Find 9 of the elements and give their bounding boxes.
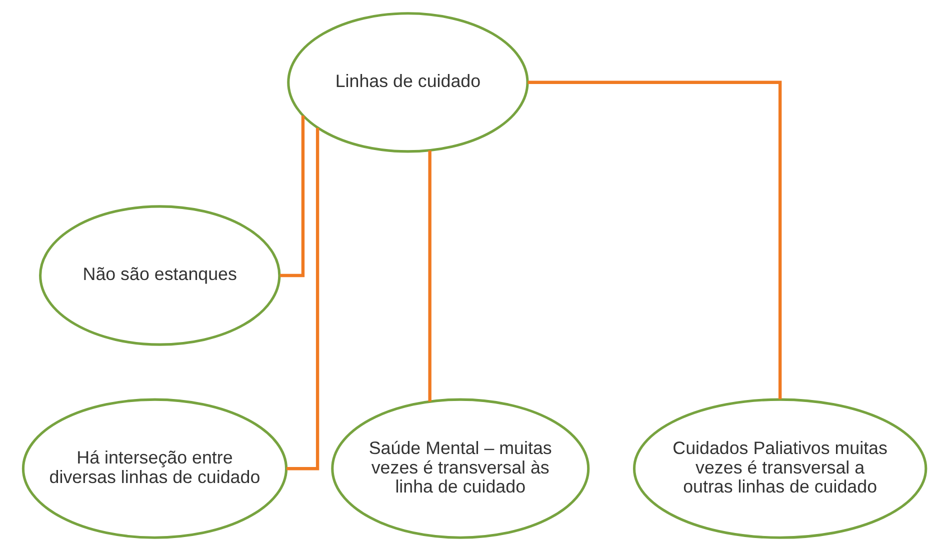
connector: [528, 80, 782, 400]
connector: [280, 116, 305, 278]
node-ellipse: Cuidados Paliativos muitas vezes é transversal a outras linhas de cuidado: [632, 398, 928, 539]
connector: [286, 128, 320, 470]
node-ellipse: Linhas de cuidado: [287, 12, 529, 153]
node-ellipse: Saúde Mental – muitas vezes é transversal às linha de cuidado: [331, 398, 590, 539]
node-ellipse: Não são estanques: [39, 205, 281, 346]
connector: [428, 150, 432, 402]
node-ellipse: Há interseção entre diversas linhas de cuidado: [22, 398, 288, 539]
